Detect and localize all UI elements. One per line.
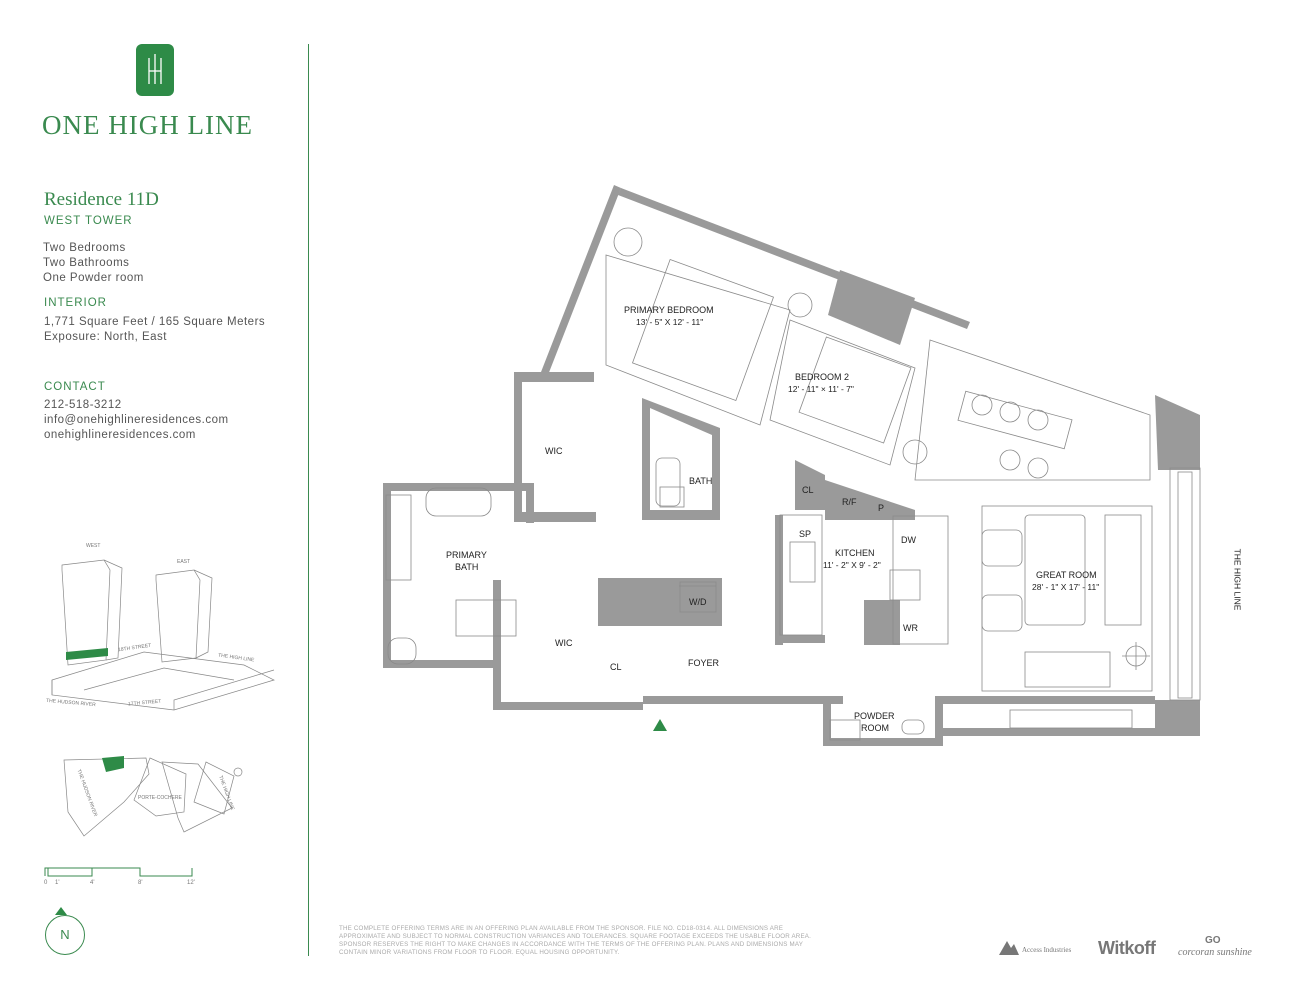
wine-refrigerator-label: WR: [903, 623, 918, 633]
wic-bottom-label: WIC: [555, 638, 573, 648]
foyer-label: FOYER: [688, 658, 720, 668]
contact-email[interactable]: info@onehighlineresidences.com: [44, 414, 229, 426]
contact-website[interactable]: onehighlineresidences.com: [44, 429, 196, 441]
room-line-3: One Powder room: [43, 272, 144, 284]
interior-exposure: Exposure: North, East: [44, 331, 167, 343]
sp-label: SP: [799, 529, 812, 539]
high-line-street-label: THE HIGH LINE: [1232, 548, 1243, 611]
logo-mark-icon: [136, 44, 174, 96]
brand-logo-text: ONE HIGH LINE: [42, 110, 253, 140]
scale-1: 1': [55, 880, 60, 886]
contact-phone[interactable]: 212-518-3212: [44, 399, 122, 411]
bedroom-2-dims: 12' - 11" × 11' - 7": [788, 384, 854, 394]
key-east-label: EAST: [177, 559, 191, 565]
closet-foyer-label: CL: [610, 662, 622, 672]
kitchen-label: KITCHEN: [835, 548, 875, 558]
primary-bath-label-2: BATH: [455, 562, 479, 572]
residence-title: Residence 11D: [44, 189, 159, 210]
room-line-1: Two Bedrooms: [43, 242, 126, 254]
bath-label: BATH: [689, 476, 713, 486]
site-plan-illustration: [63, 756, 243, 837]
floor-plan: [383, 185, 1201, 746]
washer-dryer-label: W/D: [689, 597, 707, 607]
powder-room-label-2: ROOM: [861, 723, 889, 733]
scale-8: 8': [138, 880, 143, 886]
primary-bath-label-1: PRIMARY: [446, 550, 487, 560]
kitchen-dims: 11' - 2" X 9' - 2": [823, 560, 881, 570]
scale-0: 0: [44, 880, 48, 886]
wic-top-label: WIC: [545, 446, 563, 456]
pantry-label: P: [878, 503, 885, 513]
scale-4: 4': [90, 880, 95, 886]
primary-bedroom-dims: 13' - 5" X 12' - 11": [636, 317, 704, 327]
site-porte-cochere: PORTE-COCHERE: [138, 795, 182, 801]
access-industries-logo: Access Industries: [1022, 946, 1072, 954]
great-room-label: GREAT ROOM: [1036, 570, 1097, 580]
scale-bar: [44, 867, 193, 877]
corcoran-sunshine-logo: corcoran sunshine: [1178, 947, 1252, 958]
interior-area: 1,771 Square Feet / 165 Square Meters: [44, 316, 266, 328]
great-room-dims: 28' - 1" X 17' - 11": [1032, 582, 1100, 592]
primary-bedroom-label: PRIMARY BEDROOM: [624, 305, 714, 315]
fridge-label: R/F: [842, 497, 857, 507]
vertical-divider: [308, 44, 309, 956]
dishwasher-label: DW: [901, 535, 916, 545]
scale-12: 12': [187, 880, 195, 886]
legal-disclaimer: THE COMPLETE OFFERING TERMS ARE IN AN OF…: [339, 925, 812, 956]
powder-room-label-1: POWDER: [854, 711, 895, 721]
key-west-label: WEST: [86, 543, 101, 549]
closet-kitchen-label: CL: [802, 485, 814, 495]
witkoff-logo: Witkoff: [1098, 938, 1156, 958]
tower-label: WEST TOWER: [44, 215, 133, 227]
bedroom-2-label: BEDROOM 2: [795, 372, 850, 382]
building-key-illustration: [51, 559, 275, 711]
north-indicator: N: [45, 915, 85, 955]
contact-heading: CONTACT: [44, 381, 106, 393]
access-industries-logo-icon: [999, 941, 1019, 955]
north-arrow-icon: [55, 907, 67, 915]
corcoran-mark: GO: [1205, 935, 1221, 946]
interior-heading: INTERIOR: [44, 297, 107, 309]
room-line-2: Two Bathrooms: [43, 257, 130, 269]
